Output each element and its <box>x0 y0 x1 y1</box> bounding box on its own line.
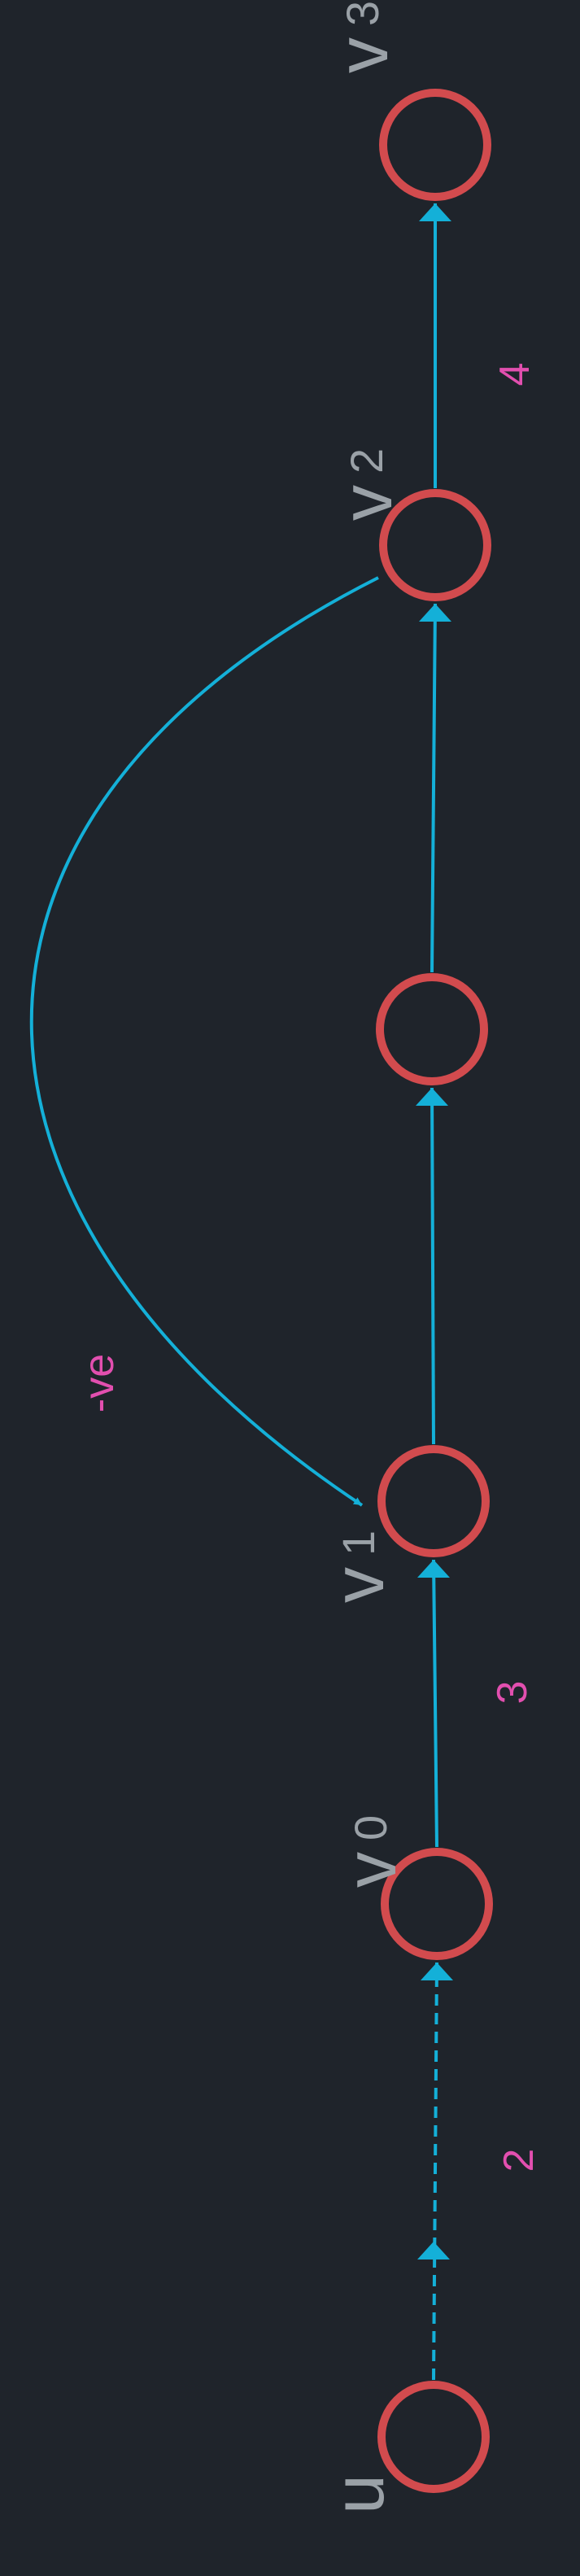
node-label-v3: v3 <box>322 1 403 73</box>
node-v2 <box>379 489 491 601</box>
node-label-subscript: 0 <box>345 1815 396 1840</box>
node-label-main: v <box>326 485 407 521</box>
edge-weight-label: -ve <box>76 1354 123 1412</box>
node-u <box>377 2381 490 2493</box>
edge-arrowhead <box>417 2242 450 2259</box>
node-circle <box>381 1848 493 1960</box>
node-v3 <box>379 89 491 201</box>
node-label-v1: v1 <box>318 1530 399 1603</box>
node-v0 <box>381 1848 493 1960</box>
node-circle <box>377 1445 490 1557</box>
node-circle <box>376 973 488 1085</box>
node-v1 <box>377 1445 490 1557</box>
node-label-subscript: 2 <box>341 448 392 474</box>
node-mid <box>376 973 488 1085</box>
edge-v1-to-mid <box>430 1087 435 1445</box>
node-circle <box>379 89 491 201</box>
edge-mid-to-v2 <box>430 603 437 973</box>
node-label-v0: v0 <box>330 1815 411 1888</box>
edge-weight-label: 4 <box>491 363 539 386</box>
node-label-subscript: 1 <box>333 1530 384 1556</box>
edge-v0-to-v1 <box>432 1559 438 1848</box>
node-label-u: u <box>318 2474 399 2514</box>
node-label-main: v <box>322 37 403 73</box>
node-circle <box>377 2381 490 2493</box>
edge-arrowhead <box>421 1963 453 1980</box>
edge-weight-label: 2 <box>495 2149 543 2172</box>
edge-weight-label: 3 <box>489 1681 536 1705</box>
edge-u-to-v0 <box>432 1962 438 2381</box>
edge-v2-to-v1 <box>29 576 379 1507</box>
node-label-main: u <box>318 2474 399 2514</box>
node-circle <box>379 489 491 601</box>
node-label-subscript: 3 <box>337 1 388 26</box>
node-label-main: v <box>330 1852 411 1888</box>
node-label-v2: v2 <box>326 448 407 521</box>
node-label-main: v <box>318 1567 399 1603</box>
